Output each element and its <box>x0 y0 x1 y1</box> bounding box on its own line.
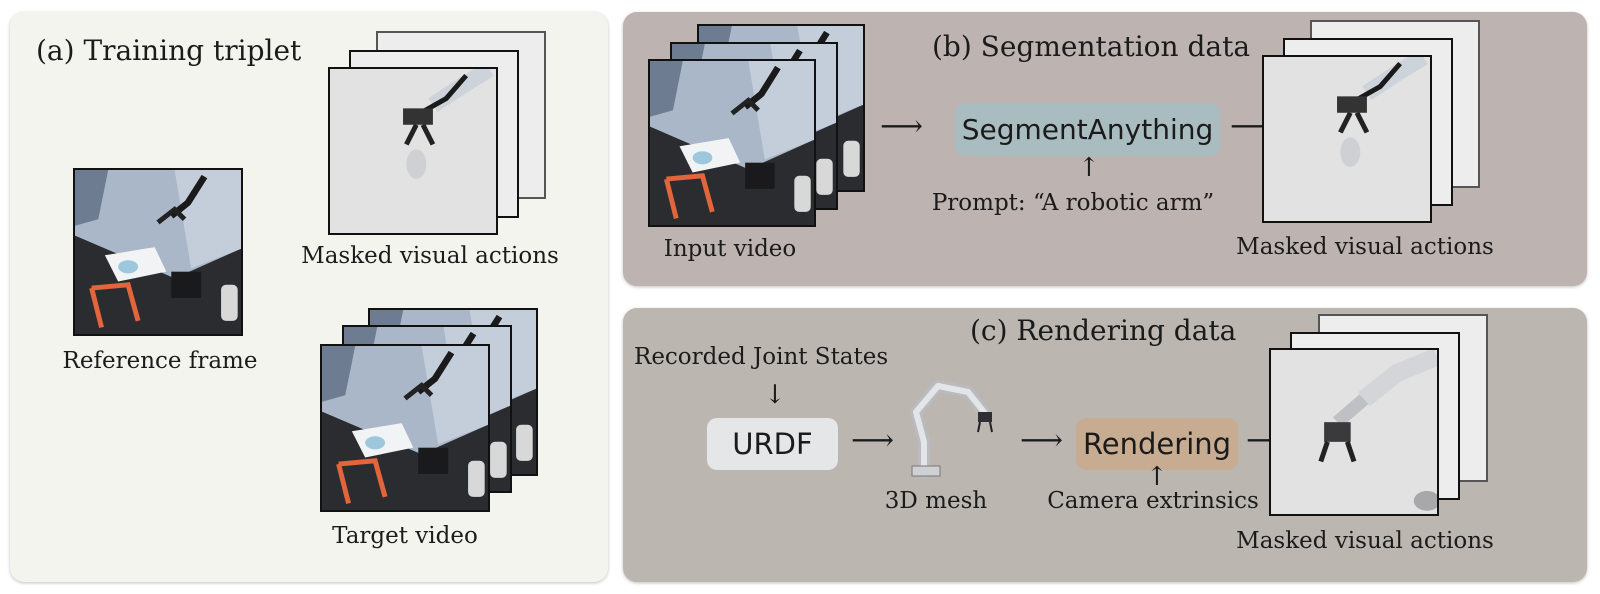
panel-a-title: (a) Training triplet <box>36 34 302 67</box>
rendering-box: Rendering <box>1076 418 1238 470</box>
input-video-label: Input video <box>663 236 797 262</box>
masked-actions-label-c: Masked visual actions <box>1236 528 1494 554</box>
joint-states-down-arrow: ↓ <box>764 380 786 410</box>
arrow-to-segmentanything: ⟶ <box>880 109 924 144</box>
panel-c-title: (c) Rendering data <box>970 314 1237 347</box>
seg-masked-frame-front <box>1262 55 1432 223</box>
reference-frame-image <box>73 168 243 336</box>
arrow-to-rendering: ⟶ <box>1020 423 1064 458</box>
robot-mesh-image <box>910 380 993 478</box>
prompt-up-arrow: ↑ <box>1078 153 1100 183</box>
render-masked-frame-front <box>1269 348 1439 516</box>
panel-b-title: (b) Segmentation data <box>932 30 1251 63</box>
segmentanything-box: SegmentAnything <box>955 103 1220 156</box>
joint-states-label: Recorded Joint States <box>634 344 889 370</box>
prompt-label: Prompt: “A robotic arm” <box>931 190 1215 216</box>
masked-actions-label-a: Masked visual actions <box>301 243 559 269</box>
input-frame-front <box>648 59 816 227</box>
extrinsics-up-arrow: ↑ <box>1146 462 1168 492</box>
extrinsics-label: Camera extrinsics <box>1047 488 1259 514</box>
target-video-label: Target video <box>332 523 478 549</box>
masked-frame-front <box>328 67 498 235</box>
urdf-box: URDF <box>707 418 838 470</box>
target-frame-front <box>320 344 490 512</box>
reference-frame-label: Reference frame <box>62 348 258 374</box>
masked-actions-label-b: Masked visual actions <box>1236 234 1494 260</box>
arrow-to-mesh: ⟶ <box>851 423 895 458</box>
mesh-label: 3D mesh <box>884 488 988 514</box>
